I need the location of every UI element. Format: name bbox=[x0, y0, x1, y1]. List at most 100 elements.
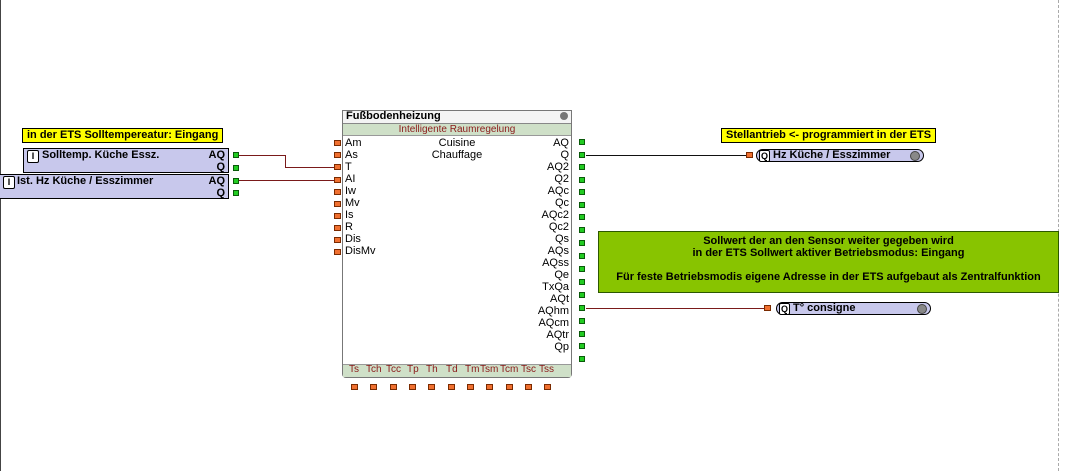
output-pin-qs[interactable] bbox=[579, 240, 585, 246]
note-input-setpoint[interactable]: in der ETS Solltempereatur: Eingang bbox=[22, 128, 224, 143]
bottom-input-pin-td[interactable] bbox=[448, 384, 455, 390]
bottom-input-label-tm: Tm bbox=[465, 364, 480, 375]
input-pin-mv[interactable] bbox=[334, 201, 341, 207]
output-pin-aqs[interactable] bbox=[579, 253, 585, 259]
output-t-consigne[interactable]: Q T° consigne bbox=[776, 302, 931, 315]
output-pin-aq[interactable] bbox=[579, 139, 585, 145]
wire-segment[interactable] bbox=[586, 155, 746, 156]
input-pin[interactable] bbox=[746, 152, 753, 158]
bottom-input-pin-tm[interactable] bbox=[467, 384, 474, 390]
note-line-1: Sollwert der an den Sensor weiter gegebe… bbox=[703, 235, 954, 247]
output-pin-q[interactable] bbox=[579, 152, 585, 158]
output-label-qe: Qe bbox=[554, 269, 569, 281]
input-label: Ist. Hz Küche / Esszimmer bbox=[17, 175, 154, 187]
bottom-input-label-tp: Tp bbox=[407, 364, 419, 375]
wire-segment[interactable] bbox=[239, 180, 335, 181]
output-port-label-aq: AQ bbox=[208, 149, 226, 161]
input-pin-dis[interactable] bbox=[334, 237, 341, 243]
output-pin-q[interactable] bbox=[233, 165, 239, 171]
wire-segment[interactable] bbox=[285, 155, 286, 168]
output-pin-q2[interactable] bbox=[579, 177, 585, 183]
input-pin-r[interactable] bbox=[334, 225, 341, 231]
input-label-iw: Iw bbox=[345, 185, 356, 197]
output-label-aq: AQ bbox=[553, 137, 569, 149]
output-label-aqss: AQss bbox=[542, 257, 569, 269]
info-icon[interactable] bbox=[910, 151, 920, 161]
input-label-dis: Dis bbox=[345, 233, 361, 245]
bottom-input-pin-tcm[interactable] bbox=[506, 384, 513, 390]
bottom-input-label-tsm: Tsm bbox=[480, 364, 499, 375]
output-port-label-q: Q bbox=[216, 161, 225, 173]
input-label-r: R bbox=[345, 221, 353, 233]
bottom-input-label-ts: Ts bbox=[349, 364, 359, 375]
output-badge: Q bbox=[759, 150, 770, 162]
output-pin-qc[interactable] bbox=[579, 202, 585, 208]
bottom-input-pin-th[interactable] bbox=[428, 384, 435, 390]
output-pin-q[interactable] bbox=[233, 190, 239, 196]
info-icon[interactable] bbox=[917, 304, 927, 314]
output-label-aqhm: AQhm bbox=[537, 305, 569, 317]
wire-segment[interactable] bbox=[586, 308, 764, 309]
output-label-aq2: AQ2 bbox=[546, 161, 569, 173]
output-pin-aq2[interactable] bbox=[579, 164, 585, 170]
output-pin-aqtr[interactable] bbox=[579, 343, 585, 349]
output-label-qp: Qp bbox=[554, 341, 569, 353]
note-setpoint-info[interactable]: Sollwert der an den Sensor weiter gegebe… bbox=[598, 231, 1059, 293]
output-port-label-q: Q bbox=[216, 187, 225, 199]
bottom-input-pin-ts[interactable] bbox=[351, 384, 358, 390]
block-bottom-bar: Ts Tch Tcc Tp Th Td Tm Tsm Tcm Tsc Tss bbox=[343, 364, 571, 377]
bottom-input-pin-tss[interactable] bbox=[544, 384, 551, 390]
block-subtitle: Intelligente Raumregelung bbox=[343, 124, 571, 136]
output-pin-txqa[interactable] bbox=[579, 292, 585, 298]
wire-segment[interactable] bbox=[239, 155, 285, 156]
bottom-input-label-tss: Tss bbox=[539, 364, 554, 375]
input-solltemp-kueche[interactable]: I Solltemp. Küche Essz. AQ Q bbox=[23, 148, 229, 173]
input-label-am: Am bbox=[345, 137, 362, 149]
input-pin-ai[interactable] bbox=[334, 177, 341, 183]
output-pin-qc2[interactable] bbox=[579, 227, 585, 233]
output-pin-qp[interactable] bbox=[579, 356, 585, 362]
output-label-q: Q bbox=[560, 149, 569, 161]
output-label-aqc: AQc bbox=[547, 185, 569, 197]
note-actuator[interactable]: Stellantrieb <- programmiert in der ETS bbox=[721, 128, 937, 143]
input-label-dismv: DisMv bbox=[345, 245, 376, 257]
input-ist-hz-kueche[interactable]: I Ist. Hz Küche / Esszimmer AQ Q bbox=[0, 174, 229, 199]
bottom-input-pin-tsc[interactable] bbox=[525, 384, 532, 390]
bottom-input-label-td: Td bbox=[446, 364, 458, 375]
output-badge: Q bbox=[779, 303, 790, 315]
output-pin-aqss[interactable] bbox=[579, 266, 585, 272]
output-label-aqtr: AQtr bbox=[546, 329, 569, 341]
bottom-input-pin-tsm[interactable] bbox=[486, 384, 493, 390]
output-pin-aqcm[interactable] bbox=[579, 331, 585, 337]
output-pin-aqc[interactable] bbox=[579, 189, 585, 195]
input-pin-am[interactable] bbox=[334, 140, 341, 146]
output-pin-aqc2[interactable] bbox=[579, 214, 585, 220]
input-pin-iw[interactable] bbox=[334, 189, 341, 195]
input-pin-as[interactable] bbox=[334, 152, 341, 158]
output-pin-aqt[interactable] bbox=[579, 305, 585, 311]
input-pin-dismv[interactable] bbox=[334, 249, 341, 255]
function-block-fussbodenheizung[interactable]: Fußbodenheizung Intelligente Raumregelun… bbox=[342, 110, 572, 378]
output-pin-aq[interactable] bbox=[233, 152, 239, 158]
wire-segment[interactable] bbox=[285, 167, 335, 168]
bottom-input-label-tsc: Tsc bbox=[521, 364, 536, 375]
block-title-bar[interactable]: Fußbodenheizung bbox=[343, 110, 571, 124]
info-icon[interactable] bbox=[560, 112, 568, 120]
note-line-2: in der ETS Sollwert aktiver Betriebsmodu… bbox=[692, 247, 965, 259]
output-pin-aq[interactable] bbox=[233, 178, 239, 184]
canvas-left-border bbox=[0, 0, 1, 471]
input-pin-is[interactable] bbox=[334, 213, 341, 219]
note-line-3: Für feste Betriebsmodis eigene Adresse i… bbox=[616, 271, 1041, 283]
input-label: Solltemp. Küche Essz. bbox=[42, 149, 160, 161]
input-pin-t[interactable] bbox=[334, 164, 341, 170]
bottom-input-pin-tp[interactable] bbox=[409, 384, 416, 390]
output-pin-qe[interactable] bbox=[579, 279, 585, 285]
bottom-input-pin-tch[interactable] bbox=[370, 384, 377, 390]
bottom-input-pin-tcc[interactable] bbox=[390, 384, 397, 390]
output-hz-kueche[interactable]: Q Hz Küche / Esszimmer bbox=[756, 149, 924, 162]
input-label-mv: Mv bbox=[345, 197, 360, 209]
output-pin-aqhm[interactable] bbox=[579, 318, 585, 324]
output-port-label-aq: AQ bbox=[208, 175, 226, 187]
input-label-is: Is bbox=[345, 209, 354, 221]
input-pin[interactable] bbox=[764, 305, 771, 311]
